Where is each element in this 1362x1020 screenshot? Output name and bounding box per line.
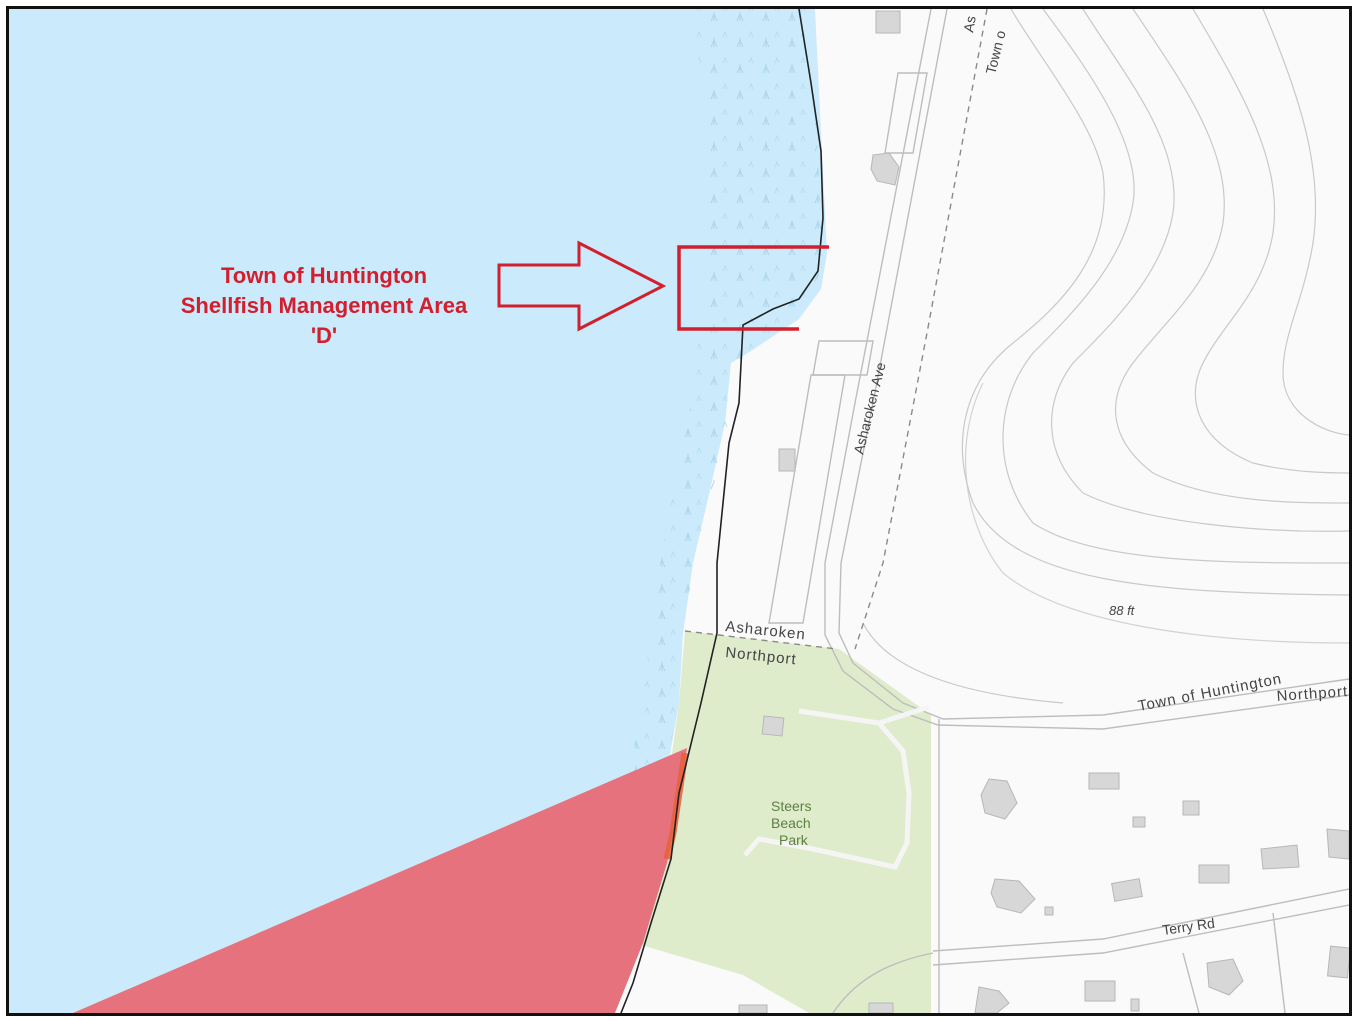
label-northport-right: Northport	[1276, 683, 1349, 705]
map-frame[interactable]: Asharoken Ave As Town o Asharoken Northp…	[6, 6, 1352, 1016]
label-terry-rd: Terry Rd	[1161, 915, 1216, 938]
label-park-line2: Beach	[771, 815, 811, 831]
water-body	[9, 9, 827, 1013]
callout-line-2: Shellfish Management Area	[180, 293, 468, 318]
contour-lines	[862, 9, 1349, 704]
callout-line-1: Town of Huntington	[220, 263, 428, 288]
callout-line-3: 'D'	[310, 323, 338, 348]
closure-edge	[663, 752, 689, 860]
label-park-line3: Park	[779, 832, 809, 848]
label-top-street: As	[960, 15, 979, 34]
marsh-area	[573, 9, 823, 1013]
park-area	[641, 631, 931, 1013]
roads	[684, 9, 1349, 1013]
area-d-outline	[677, 245, 829, 331]
buildings	[738, 10, 1349, 1013]
area-callout-label: Town of Huntington Shellfish Management …	[159, 261, 489, 351]
label-elevation: 88 ft	[1109, 603, 1136, 618]
map-canvas[interactable]: Asharoken Ave As Town o Asharoken Northp…	[9, 9, 1349, 1013]
shoreline	[620, 9, 824, 1013]
closure-area	[73, 748, 687, 1013]
label-park-line1: Steers	[771, 798, 811, 814]
callout-arrow	[497, 240, 667, 332]
